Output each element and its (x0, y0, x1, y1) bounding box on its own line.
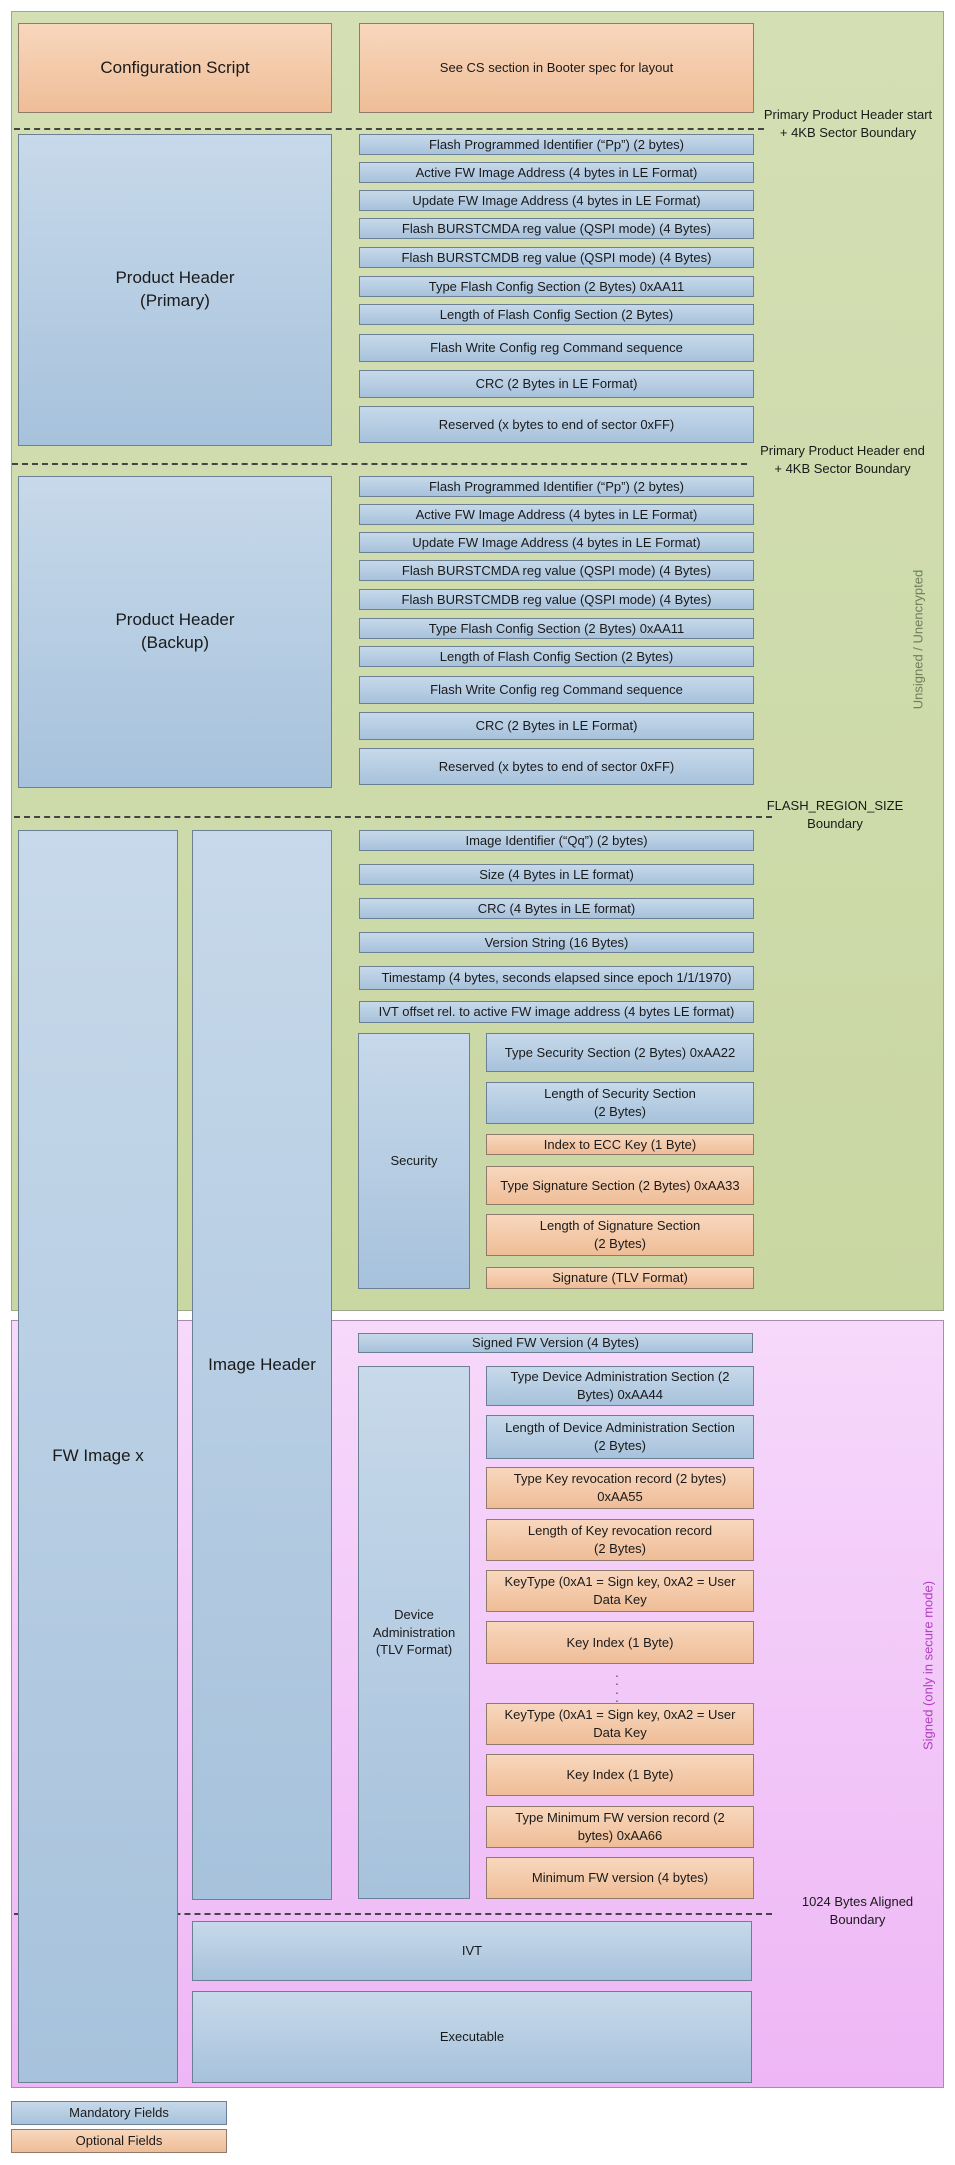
backup-field-10: Reserved (x bytes to end of sector 0xFF) (359, 748, 754, 785)
product-header-backup-box: Product Header (Backup) (18, 476, 332, 788)
primary-end-boundary-line (12, 463, 747, 465)
security-field-3: Index to ECC Key (1 Byte) (486, 1134, 754, 1155)
executable-box: Executable (192, 1991, 752, 2083)
device-admin-field-6: Key Index (1 Byte) (486, 1621, 754, 1664)
legend-mandatory: Mandatory Fields (11, 2101, 227, 2125)
signed-fw-version-box: Signed FW Version (4 Bytes) (358, 1333, 753, 1353)
fw-image-box: FW Image x (18, 830, 178, 2083)
primary-field-2: Active FW Image Address (4 bytes in LE F… (359, 162, 754, 183)
primary-start-boundary-line (14, 128, 764, 130)
device-admin-field-8: Key Index (1 Byte) (486, 1754, 754, 1796)
image-header-field-1: Image Identifier (“Qq”) (2 bytes) (359, 830, 754, 851)
cs-layout-note-box: See CS section in Booter spec for layout (359, 23, 754, 113)
security-box: Security (358, 1033, 470, 1289)
backup-field-9: CRC (2 Bytes in LE Format) (359, 712, 754, 740)
device-admin-box: Device Administration (TLV Format) (358, 1366, 470, 1899)
backup-field-7: Length of Flash Config Section (2 Bytes) (359, 646, 754, 667)
security-field-4: Type Signature Section (2 Bytes) 0xAA33 (486, 1166, 754, 1205)
signed-side-label: Signed (only in secure mode) (920, 1580, 936, 1751)
primary-field-5: Flash BURSTCMDB reg value (QSPI mode) (4… (359, 247, 754, 268)
continuation-dots: . . . . (615, 1664, 619, 1706)
backup-field-6: Type Flash Config Section (2 Bytes) 0xAA… (359, 618, 754, 639)
primary-field-10: Reserved (x bytes to end of sector 0xFF) (359, 406, 754, 443)
device-admin-field-4: Length of Key revocation record (2 Bytes… (486, 1519, 754, 1561)
flash-region-boundary-label: FLASH_REGION_SIZE Boundary (766, 798, 904, 831)
image-header-field-2: Size (4 Bytes in LE format) (359, 864, 754, 885)
primary-start-boundary-label: Primary Product Header start + 4KB Secto… (763, 107, 933, 140)
image-header-field-6: IVT offset rel. to active FW image addre… (359, 1001, 754, 1023)
primary-field-7: Length of Flash Config Section (2 Bytes) (359, 304, 754, 325)
security-field-2: Length of Security Section (2 Bytes) (486, 1082, 754, 1124)
security-field-1: Type Security Section (2 Bytes) 0xAA22 (486, 1033, 754, 1072)
product-header-primary-box: Product Header (Primary) (18, 134, 332, 446)
primary-field-6: Type Flash Config Section (2 Bytes) 0xAA… (359, 276, 754, 297)
device-admin-field-7: KeyType (0xA1 = Sign key, 0xA2 = User Da… (486, 1703, 754, 1745)
security-field-5: Length of Signature Section (2 Bytes) (486, 1214, 754, 1256)
device-admin-field-9: Type Minimum FW version record (2 bytes)… (486, 1806, 754, 1848)
flash-region-boundary-line (14, 816, 772, 818)
ivt-box: IVT (192, 1921, 752, 1981)
device-admin-field-10: Minimum FW version (4 bytes) (486, 1857, 754, 1899)
primary-field-9: CRC (2 Bytes in LE Format) (359, 370, 754, 398)
device-admin-field-1: Type Device Administration Section (2 By… (486, 1366, 754, 1406)
configuration-script-box: Configuration Script (18, 23, 332, 113)
backup-field-1: Flash Programmed Identifier (“Pp”) (2 by… (359, 476, 754, 497)
backup-field-8: Flash Write Config reg Command sequence (359, 676, 754, 704)
security-field-6: Signature (TLV Format) (486, 1267, 754, 1289)
aligned-boundary-label: 1024 Bytes Aligned Boundary (801, 1894, 914, 1927)
primary-field-1: Flash Programmed Identifier (“Pp”) (2 by… (359, 134, 754, 155)
backup-field-4: Flash BURSTCMDA reg value (QSPI mode) (4… (359, 560, 754, 581)
device-admin-field-3: Type Key revocation record (2 bytes) 0xA… (486, 1467, 754, 1509)
backup-field-5: Flash BURSTCMDB reg value (QSPI mode) (4… (359, 589, 754, 610)
image-header-box: Image Header (192, 830, 332, 1900)
backup-field-3: Update FW Image Address (4 bytes in LE F… (359, 532, 754, 553)
primary-field-3: Update FW Image Address (4 bytes in LE F… (359, 190, 754, 211)
primary-field-4: Flash BURSTCMDA reg value (QSPI mode) (4… (359, 218, 754, 239)
primary-end-boundary-label: Primary Product Header end + 4KB Sector … (760, 443, 925, 476)
aligned-boundary-line (14, 1913, 772, 1915)
image-header-field-3: CRC (4 Bytes in LE format) (359, 898, 754, 919)
backup-field-2: Active FW Image Address (4 bytes in LE F… (359, 504, 754, 525)
image-header-field-5: Timestamp (4 bytes, seconds elapsed sinc… (359, 966, 754, 990)
legend-optional: Optional Fields (11, 2129, 227, 2153)
unsigned-side-label: Unsigned / Unencrypted (910, 569, 926, 710)
primary-field-8: Flash Write Config reg Command sequence (359, 334, 754, 362)
image-header-field-4: Version String (16 Bytes) (359, 932, 754, 953)
device-admin-field-5: KeyType (0xA1 = Sign key, 0xA2 = User Da… (486, 1570, 754, 1612)
device-admin-field-2: Length of Device Administration Section … (486, 1415, 754, 1459)
